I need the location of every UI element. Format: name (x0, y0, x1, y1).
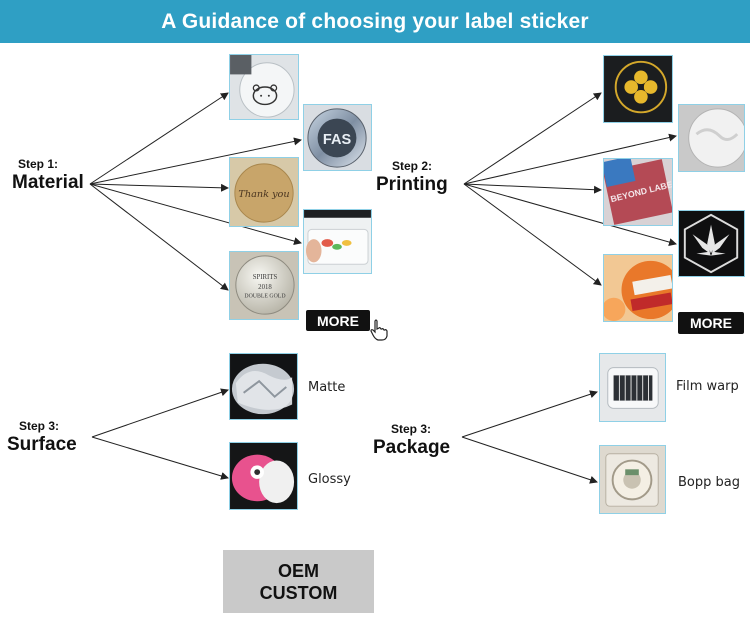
step-package: Step 3: Package (373, 422, 450, 459)
surface-thumb-matte[interactable] (229, 353, 298, 420)
surface-option-matte[interactable]: Matte (308, 380, 346, 395)
transparent-label-image (304, 210, 371, 273)
glossy-sticker-image (230, 443, 297, 509)
leaf-hexagon-sticker-image (679, 211, 744, 276)
step-material: Step 1: Material (12, 157, 84, 194)
holographic-sticker-image: FAS (304, 105, 371, 170)
metallic-sticker-image: SPIRITS 2018 DOUBLE GOLD (230, 252, 298, 319)
matte-sticker-image (230, 354, 297, 419)
material-thumb-holographic[interactable]: FAS (303, 104, 372, 171)
clear-bear-sticker-image (230, 55, 298, 119)
package-option-bopp-bag[interactable]: Bopp bag (678, 475, 740, 490)
material-thumb-metallic[interactable]: SPIRITS 2018 DOUBLE GOLD (229, 251, 299, 320)
printing-thumb-leaf[interactable] (678, 210, 745, 277)
thank-you-text: Thank you (238, 189, 289, 200)
step-number: Step 3: (391, 422, 432, 436)
film-warp-package-image (600, 354, 665, 421)
package-thumb-film-warp[interactable] (599, 353, 666, 422)
step-title: Printing (376, 174, 448, 195)
oem-custom-button[interactable]: OEM CUSTOM (223, 550, 374, 613)
step-title: Package (373, 437, 451, 458)
full-color-sticker-image (604, 255, 672, 321)
beyond-label-sticker-image: BEYOND LABEL (604, 159, 672, 225)
bopp-bag-package-image (600, 446, 665, 513)
step-surface: Step 3: Surface (7, 419, 77, 456)
spirits-text: SPIRITS (253, 274, 278, 281)
kraft-thank-you-sticker-image: Thank you (230, 158, 298, 226)
material-thumb-kraft[interactable]: Thank you (229, 157, 299, 227)
custom-label: CUSTOM (259, 582, 338, 603)
material-more-button[interactable]: MORE (306, 310, 370, 331)
printing-thumb-color[interactable] (603, 254, 673, 322)
header-banner: A Guidance of choosing your label sticke… (0, 0, 750, 43)
step-number: Step 1: (18, 157, 59, 171)
printing-more-button[interactable]: MORE (678, 312, 744, 334)
oem-label: OEM (277, 560, 319, 581)
printing-thumb-embossed[interactable] (678, 104, 745, 172)
fas-label: FAS (323, 132, 352, 148)
double-gold-text: DOUBLE GOLD (244, 294, 285, 300)
gold-foil-sticker-image (604, 56, 672, 122)
step-title: Material (12, 172, 84, 193)
printing-thumb-beyond-label[interactable]: BEYOND LABEL (603, 158, 673, 226)
embossed-white-sticker-image (679, 105, 744, 171)
step-printing: Step 2: Printing (376, 159, 448, 196)
hand-pointer-icon (370, 319, 388, 341)
surface-option-glossy[interactable]: Glossy (308, 472, 351, 487)
material-thumb-clear-bear[interactable] (229, 54, 299, 120)
package-thumb-bopp-bag[interactable] (599, 445, 666, 514)
step-title: Surface (7, 434, 77, 455)
material-thumb-clear-label[interactable] (303, 209, 372, 274)
step-number: Step 3: (19, 419, 60, 433)
printing-thumb-gold-foil[interactable] (603, 55, 673, 123)
step-number: Step 2: (392, 159, 433, 173)
package-option-film-warp[interactable]: Film warp (676, 379, 739, 394)
year-text: 2018 (258, 284, 272, 291)
surface-thumb-glossy[interactable] (229, 442, 298, 510)
page-title: A Guidance of choosing your label sticke… (161, 9, 589, 33)
